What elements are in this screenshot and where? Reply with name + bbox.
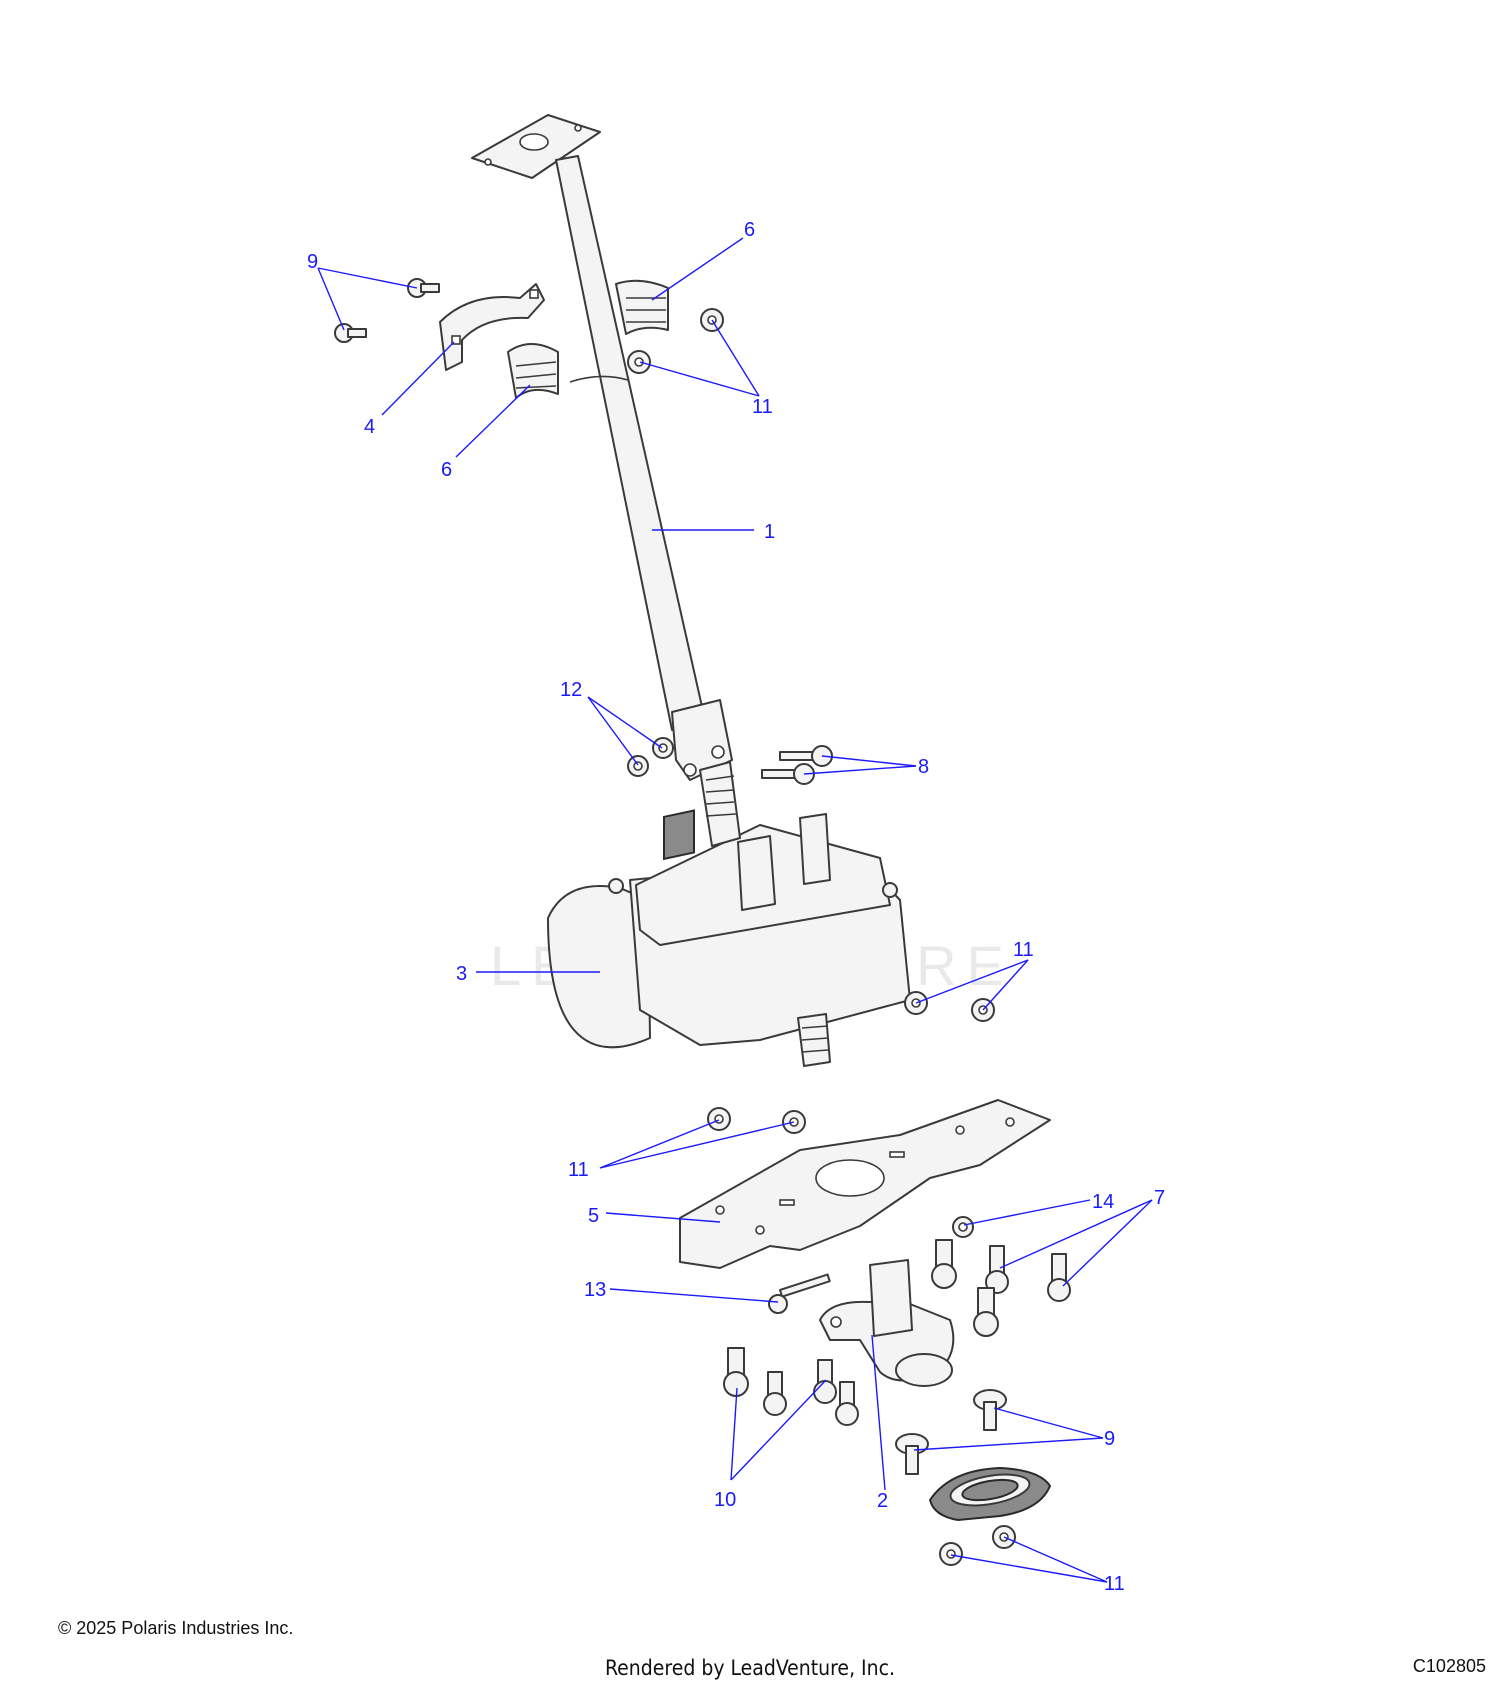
callout-13: 13: [584, 1279, 606, 1301]
bolt-7: [931, 1239, 1071, 1337]
callout-11-bottom: 11: [1104, 1573, 1125, 1595]
bushing-lower: [507, 343, 559, 399]
callout-6-upper: 6: [744, 219, 755, 241]
bolt-13: [768, 1273, 831, 1314]
callout-10: 10: [714, 1489, 736, 1511]
callout-3: 3: [456, 963, 467, 985]
steering-column: [471, 114, 733, 781]
bolt-10: [723, 1347, 859, 1426]
nut-14: [952, 1216, 974, 1238]
callout-11-middle: 11: [1013, 939, 1034, 961]
bushing-upper: [615, 279, 669, 335]
callout-labels: 1 2 3 4 5 6 6 7 8 9 9 10 11 11 11 11 12 …: [307, 219, 1165, 1595]
column-clamp: [439, 283, 545, 371]
nut-11-top: [627, 308, 724, 374]
callout-11-top: 11: [752, 396, 773, 418]
callout-14: 14: [1092, 1191, 1114, 1213]
callout-4: 4: [364, 416, 375, 438]
nut-12: [627, 737, 674, 777]
callout-11-plate: 11: [568, 1159, 589, 1181]
leader-lines: [317, 237, 1153, 1583]
callout-1: 1: [764, 521, 775, 543]
nut-11-bottom: [939, 1525, 1016, 1566]
callout-6-lower: 6: [441, 459, 452, 481]
rendered-by-text: Rendered by LeadVenture, Inc.: [605, 1656, 895, 1680]
callout-5: 5: [588, 1205, 599, 1227]
callout-9-top: 9: [307, 251, 318, 273]
steering-gearbox: [547, 761, 911, 1067]
output-housing: [819, 1259, 955, 1387]
callout-12: 12: [560, 679, 582, 701]
callout-7: 7: [1154, 1187, 1165, 1209]
callout-8: 8: [918, 756, 929, 778]
copyright-text: © 2025 Polaris Industries Inc.: [58, 1618, 294, 1638]
nut-11-plate: [707, 1107, 806, 1134]
diagram-code: C102805: [1412, 1656, 1486, 1676]
bolt-9-top: [334, 278, 440, 343]
seal-boot: [928, 1466, 1052, 1522]
bolt-8: [761, 745, 833, 785]
mount-plate: [679, 1099, 1051, 1269]
callout-2: 2: [877, 1490, 888, 1512]
callout-9-bottom: 9: [1104, 1428, 1115, 1450]
bolt-9-bottom: [895, 1389, 1007, 1475]
